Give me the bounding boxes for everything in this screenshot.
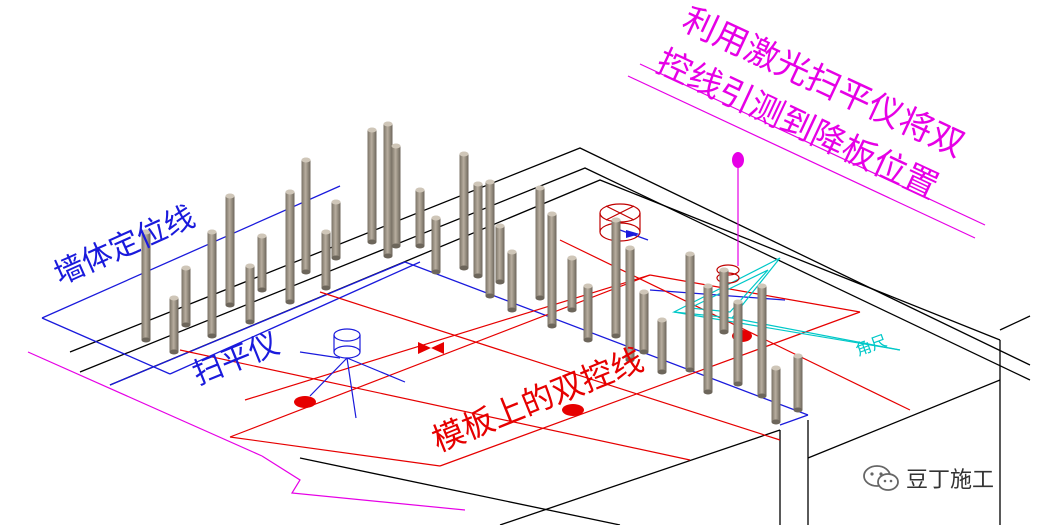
annotation-lines: [27, 63, 986, 511]
rebar-36: [793, 353, 803, 413]
rebar-group: [141, 121, 803, 425]
rebar-27: [625, 245, 635, 363]
corner-label: 角尺: [853, 331, 890, 360]
rebar-23: [547, 211, 557, 329]
wall-line-label: 墙体定位线: [49, 199, 200, 292]
laser-target-marker: [732, 152, 744, 168]
rebar-7: [257, 233, 267, 293]
rebar-31: [703, 283, 713, 395]
rebar-1: [141, 229, 151, 343]
rebar-33: [733, 299, 743, 387]
rebar-19: [485, 179, 495, 299]
rebar-5: [225, 193, 235, 308]
rebar-4: [207, 229, 217, 339]
rebar-2: [169, 295, 179, 355]
watermark-text: 豆丁施工: [906, 468, 995, 493]
watermark: 豆丁施工: [862, 462, 994, 494]
rebar-18: [473, 181, 483, 279]
rebar-3: [181, 265, 191, 328]
rebar-26: [611, 217, 621, 339]
rebar-25: [583, 283, 593, 343]
rebar-30: [685, 251, 695, 373]
laser-level-instrument: [299, 328, 406, 419]
blue-direction-marker: [626, 230, 640, 238]
rebar-16: [431, 215, 441, 275]
rebar-34: [757, 283, 767, 399]
formwork-lines-label: 模板上的双控线: [427, 340, 649, 459]
rebar-17: [459, 151, 469, 271]
rebar-24: [567, 255, 577, 313]
rebar-10: [321, 229, 331, 291]
rebar-8: [285, 189, 295, 305]
rebar-14: [391, 143, 401, 249]
rebar-9: [301, 157, 311, 275]
rebar-6: [245, 263, 255, 325]
rebar-28: [639, 289, 649, 355]
rebar-29: [657, 317, 667, 375]
level-instrument-label: 扫平仪: [188, 326, 285, 392]
rebar-15: [415, 187, 425, 249]
rebar-11: [331, 199, 341, 261]
rebar-35: [771, 365, 781, 425]
rebar-21: [507, 249, 517, 313]
rebar-32: [719, 267, 729, 335]
rebar-12: [367, 127, 377, 245]
rebar-13: [383, 121, 393, 259]
rebar-22: [535, 185, 545, 301]
rebar-20: [495, 223, 505, 285]
wechat-icon: [863, 465, 899, 491]
